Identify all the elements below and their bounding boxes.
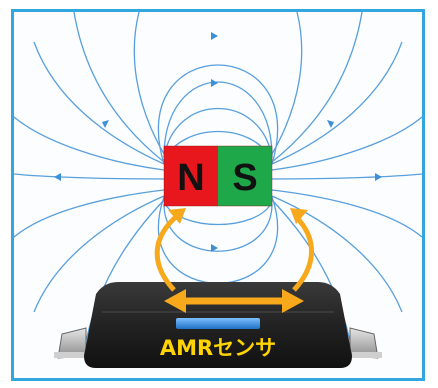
sensing-arrows	[154, 208, 314, 313]
field-arrow	[327, 120, 334, 128]
magnet-outline	[163, 145, 273, 207]
amr-sensor: AMRセンサ	[54, 282, 382, 368]
lead-foot-left	[54, 352, 84, 358]
field-line	[271, 41, 403, 165]
curved-arrow-right	[292, 215, 314, 292]
field-arrow	[211, 32, 218, 40]
field-line	[271, 12, 303, 155]
field-line	[271, 173, 422, 180]
field-line	[133, 12, 165, 155]
field-line	[83, 199, 165, 353]
field-line	[271, 199, 353, 353]
field-line	[163, 81, 273, 158]
bar-magnet: N S	[163, 145, 273, 207]
field-line	[271, 195, 403, 313]
field-line	[14, 189, 165, 238]
field-arrow	[102, 120, 109, 128]
field-line	[33, 195, 165, 313]
north-pole	[164, 146, 218, 206]
field-line	[14, 116, 165, 171]
diagram-frame: N S AMRセンサ	[11, 9, 425, 381]
curved-arrow-left-head	[168, 208, 186, 224]
arrow-left-head	[164, 289, 186, 313]
field-line	[33, 41, 165, 165]
field-line	[14, 173, 165, 180]
curved-arrow-right-head	[290, 208, 308, 224]
arrow-right-head	[282, 289, 304, 313]
lead-foot-right	[352, 352, 382, 358]
field-line	[271, 189, 422, 238]
sensor-label: AMRセンサ	[160, 336, 276, 360]
field-arrow	[54, 173, 61, 181]
field-line	[163, 108, 273, 159]
field-line	[271, 116, 422, 171]
field-line	[271, 12, 363, 163]
field-arrow	[211, 244, 218, 252]
sensor-element	[176, 318, 260, 329]
south-label: S	[232, 157, 257, 199]
curved-arrow-left	[154, 213, 180, 292]
field-arrow	[211, 79, 218, 87]
field-arrow	[375, 173, 382, 181]
north-label: N	[177, 157, 204, 199]
field-line	[73, 12, 165, 163]
south-pole	[218, 146, 272, 206]
field-line	[157, 64, 279, 165]
magnetic-field-diagram: N S AMRセンサ	[14, 12, 422, 368]
